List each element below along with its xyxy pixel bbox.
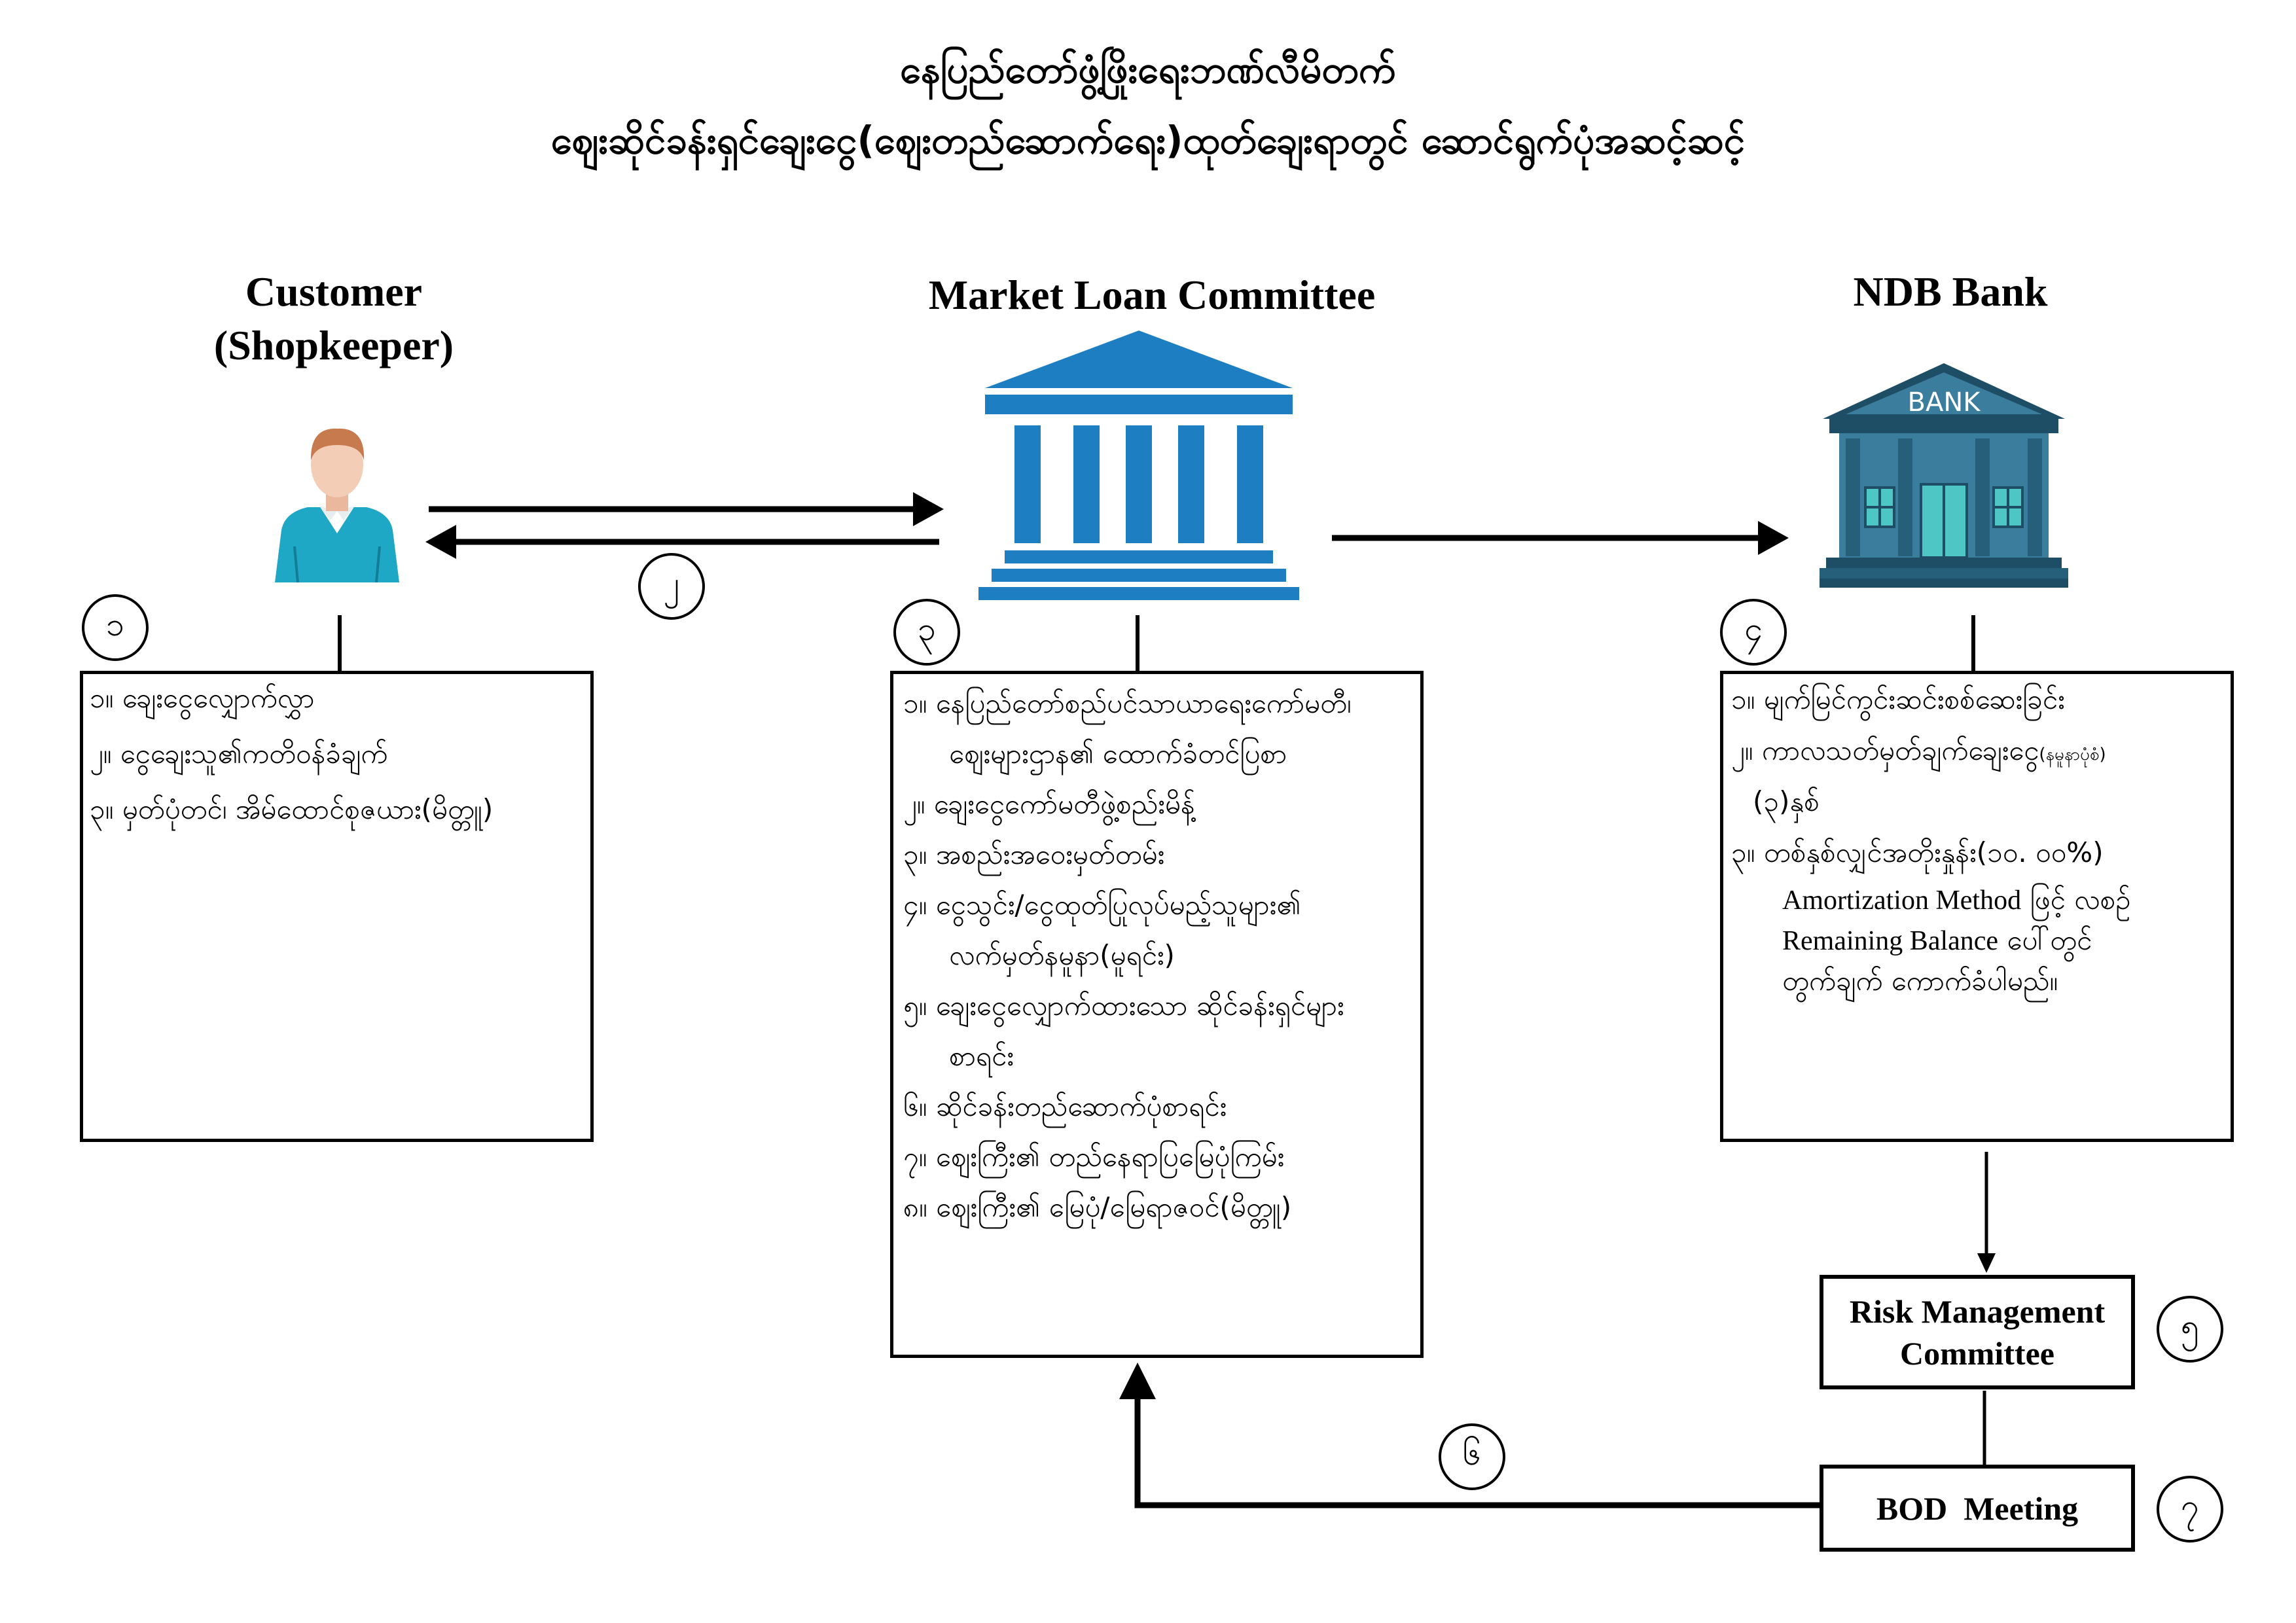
risk-management-committee-node: Risk Management Committee <box>1820 1275 2135 1389</box>
list-item: စာရင်း <box>949 1040 1014 1072</box>
list-item: ၄။ ငွေသွင်း/ငွေထုတ်ပြုလုပ်မည့်သူများ၏ <box>903 889 1301 921</box>
list-item: (၃)နှစ် <box>1753 785 1820 817</box>
list-item: ၅။ ချေးငွေလျှောက်ထားသော ဆိုင်ခန်းရှင်မျာ… <box>903 990 1344 1022</box>
list-item: ၁။ မျက်မြင်ကွင်းဆင်းစစ်ဆေးခြင်း <box>1731 683 2065 715</box>
step-5-circle: ၅ <box>2157 1296 2223 1363</box>
step-3-circle: ၃ <box>893 599 960 666</box>
risk-label-line2: Committee <box>1899 1334 2054 1372</box>
person-icon <box>275 428 399 582</box>
list-item: ၆။ ဆိုင်ခန်းတည်ဆောက်ပုံစာရင်း <box>903 1090 1227 1122</box>
list-item-text-en: Remaining Balance <box>1782 926 1999 956</box>
list-item: Remaining Balance ပေါ်တွင် <box>1782 923 2092 963</box>
bod-meeting-node: BOD Meeting <box>1820 1465 2135 1552</box>
list-item: တွက်ချက် ကောက်ခံပါမည်။ <box>1782 965 2058 997</box>
step-2-circle: ၂ <box>638 553 705 620</box>
committee-building-icon <box>978 330 1299 600</box>
list-item: ၃။ အစည်းအဝေးမှတ်တမ်း <box>903 838 1165 870</box>
committee-documents-box: ၁။ နေပြည်တော်စည်ပင်သာယာရေးကော်မတီ၊ ဈေးမျ… <box>890 671 1424 1358</box>
list-item-text-my: ဖြင့် လစဉ် <box>2030 883 2131 916</box>
customer-heading-line2: (Shopkeeper) <box>213 322 454 368</box>
customer-heading-line1: Customer <box>245 268 423 315</box>
customer-documents-box: ၁။ ချေးငွေလျှောက်လွှာ ၂။ ငွေချေးသူ၏ကတိဝန… <box>80 671 594 1142</box>
customer-heading: Customer (Shopkeeper) <box>170 265 497 372</box>
title-line-1: နေပြည်တော်ဖွံ့ဖြိုးရေးဘဏ်လီမိတက် <box>900 47 1396 92</box>
bod-label: BOD Meeting <box>1876 1489 2079 1527</box>
bank-sign-text: BANK <box>1908 387 1982 418</box>
list-item: ၃။ တစ်နှစ်လျှင်အတိုးနှုန်း(၁၀. ၀၀%) <box>1731 836 2104 868</box>
arrow-bod-to-committee <box>1134 1394 1820 1508</box>
list-item: ၇။ ဈေးကြီး၏ တည်နေရာပြမြေပုံကြမ်း <box>903 1141 1285 1173</box>
title-line-2: ဈေးဆိုင်ခန်းရှင်ချေးငွေ(ဈေးတည်ဆောက်ရေး)ထ… <box>550 118 1746 162</box>
step-1-circle: ၁ <box>82 594 149 661</box>
step-4-circle: ၄ <box>1720 599 1787 666</box>
bank-building-icon: BANK <box>1820 363 2068 588</box>
list-item: ၂။ ငွေချေးသူ၏ကတိဝန်ခံချက် <box>90 738 388 770</box>
list-item: လက်မှတ်နမူနာ(မူရင်း) <box>949 939 1175 971</box>
list-item: ၂။ ချေးငွေကော်မတီဖွဲ့စည်းမိန့် <box>903 788 1195 820</box>
bank-conditions-box: ၁။ မျက်မြင်ကွင်းဆင်းစစ်ဆေးခြင်း ၂။ ကာလသတ… <box>1720 671 2234 1142</box>
risk-label-line1: Risk Management <box>1849 1293 2106 1330</box>
list-item: ၁။ နေပြည်တော်စည်ပင်သာယာရေးကော်မတီ၊ <box>903 687 1352 719</box>
list-item-text-en: Amortization Method <box>1782 885 2022 916</box>
step-6-circle: ၆ <box>1439 1423 1505 1490</box>
list-item: Amortization Method ဖြင့် လစဉ် <box>1782 882 2130 923</box>
list-item: ၁။ ချေးငွေလျှောက်လွှာ <box>90 682 315 714</box>
list-item-text-my: ပေါ်တွင် <box>2007 924 2092 956</box>
list-item: ၈။ ဈေးကြီး၏ မြေပုံ/မြေရာဇဝင်(မိတ္တူ) <box>903 1191 1292 1223</box>
list-item-note: (နမူနာပုံစံ) <box>2039 745 2106 764</box>
list-item: ၂။ ကာလသတ်မှတ်ချက်ချေးငွေ(နမူနာပုံစံ) <box>1731 733 2106 774</box>
list-item-text: ၂။ ကာလသတ်မှတ်ချက်ချေးငွေ <box>1731 734 2039 766</box>
committee-heading: Market Loan Committee <box>928 272 1376 318</box>
list-item: ၃။ မှတ်ပုံတင်၊ အိမ်ထောင်စုဇယား(မိတ္တူ) <box>90 793 493 825</box>
step-7-circle: ၇ <box>2157 1476 2223 1543</box>
bank-heading: NDB Bank <box>1853 268 2048 315</box>
list-item: ဈေးများဌာန၏ ထောက်ခံတင်ပြစာ <box>949 738 1287 770</box>
